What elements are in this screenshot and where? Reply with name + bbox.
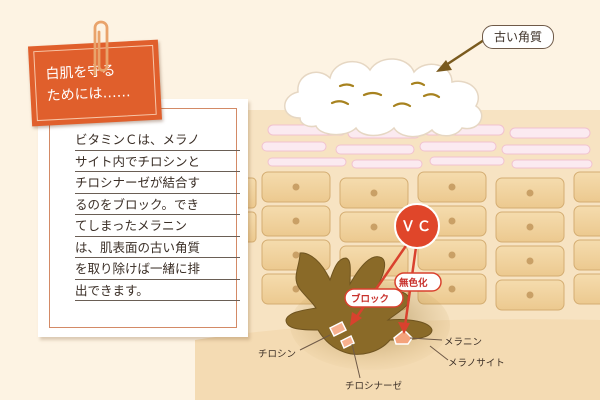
melanin-granule (393, 328, 413, 345)
tyrosine-fragment (328, 320, 355, 350)
explanation-card (38, 99, 248, 337)
corneum-label: 古い角質 (482, 25, 554, 49)
cell-nuclei (292, 183, 534, 299)
block-label: ブロック (351, 294, 390, 305)
melanin-label: メラニン (444, 337, 483, 348)
block-pill (344, 288, 404, 308)
melanocyte-label: メラノサイト (448, 358, 505, 369)
paperclip-icon (93, 20, 109, 76)
explanation-text: ビタミンＣは、メラノ サイト内でチロシンと チロシナーゼが結合す るのをブロック… (75, 129, 240, 301)
tyrosinase-label: チロシナーゼ (345, 381, 403, 392)
old-corneum-cloud (284, 58, 483, 138)
explanation-line: てしまったメラニン (75, 215, 240, 237)
explanation-line: ビタミンＣは、メラノ (75, 129, 240, 151)
header-tag-line: ためには…… (46, 84, 131, 105)
vc-circle (394, 203, 440, 249)
vc-arrowheads (350, 312, 410, 334)
decolor-label: 無色化 (399, 278, 428, 289)
vc-label: ＶＣ (401, 219, 433, 235)
explanation-line: 出できます。 (75, 280, 240, 301)
explanation-line: るのをブロック。でき (75, 194, 240, 215)
corneum-pointer-arrow (436, 38, 485, 72)
explanation-line: サイト内でチロシンと (75, 151, 240, 172)
explanation-line: を取り除けば一緒に排 (75, 258, 240, 280)
explanation-line: チロシナーゼが結合す (75, 172, 240, 194)
explanation-line: は、肌表面の古い角質 (75, 237, 240, 258)
tyrosine-label: チロシン (258, 349, 297, 360)
label-leader-lines (299, 334, 449, 379)
decolor-pill (394, 272, 442, 292)
